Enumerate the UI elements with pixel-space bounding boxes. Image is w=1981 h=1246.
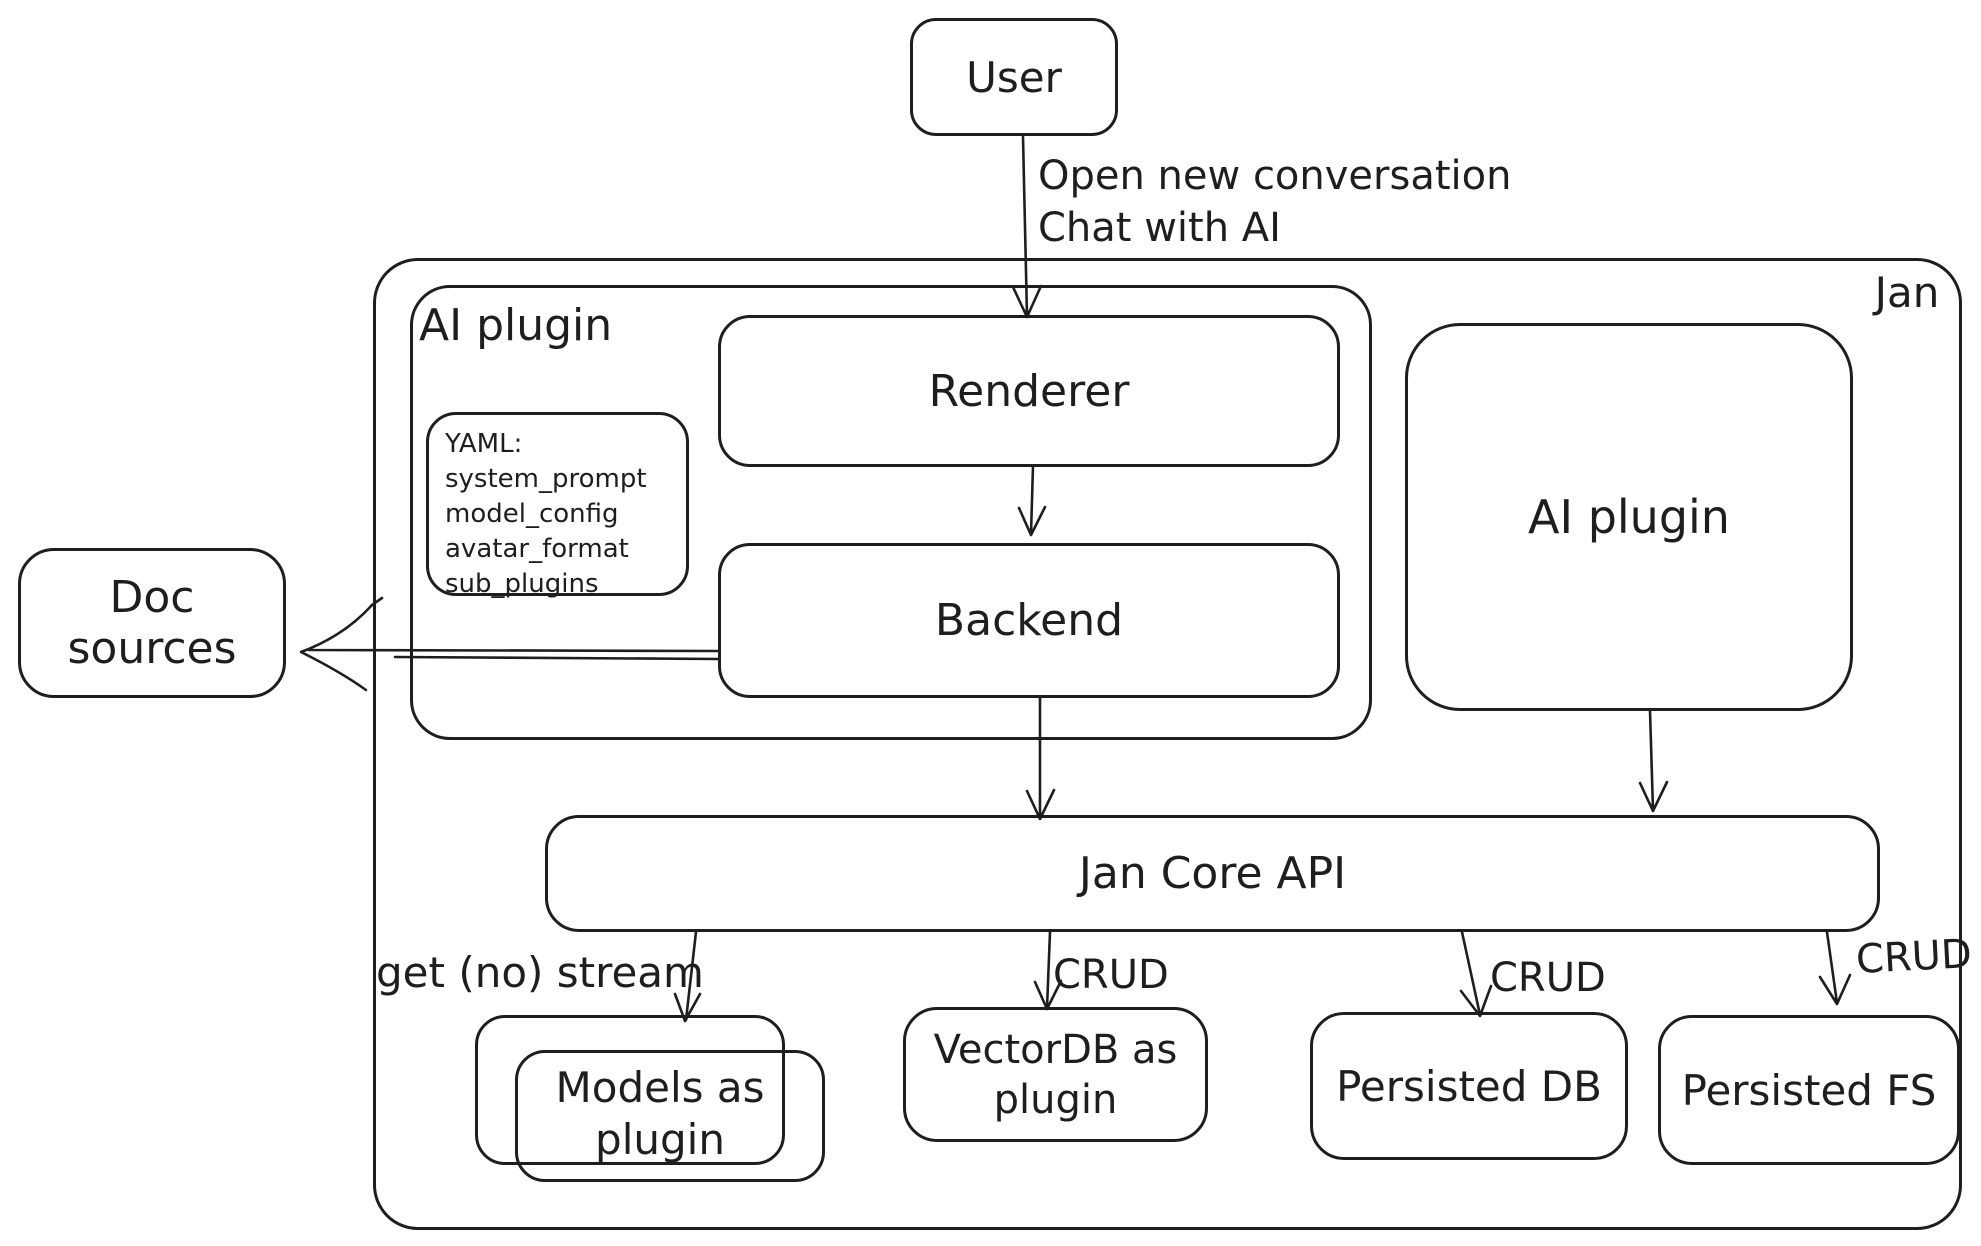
yaml-note-line: sub_plugins [445,569,599,599]
jan-core-api-label: Jan Core API [1078,848,1347,899]
persisted-db-box[interactable]: Persisted DB [1310,1012,1628,1160]
vectordb-as-plugin-box[interactable]: VectorDB as plugin [903,1007,1208,1142]
backend-box[interactable]: Backend [718,543,1340,698]
user-label: User [966,52,1062,102]
yaml-note-line: system_prompt [445,464,647,494]
persisted-fs-label: Persisted FS [1681,1065,1937,1115]
persisted-fs-box[interactable]: Persisted FS [1658,1015,1960,1165]
backend-label: Backend [934,595,1124,646]
user-edge-label-line1: Open new conversation [1038,153,1512,199]
get-no-stream-label: get (no) stream [376,948,704,997]
jan-core-api-box[interactable]: Jan Core API [545,815,1880,932]
yaml-note-box[interactable]: YAML: system_prompt model_config avatar_… [426,412,689,599]
doc-sources-box[interactable]: Doc sources [18,548,286,698]
doc-sources-label: Doc sources [67,572,237,674]
ai-plugin-box[interactable]: AI plugin [1405,323,1853,711]
renderer-box[interactable]: Renderer [718,315,1340,467]
yaml-note-line: avatar_format [445,534,629,564]
ai-plugin-group-label: AI plugin [419,300,613,351]
jan-container-label: Jan [1874,268,1940,317]
crud-persisted-fs-label: CRUD [1854,931,1973,983]
crud-persisted-db-label: CRUD [1490,955,1606,1001]
models-as-plugin-front-box[interactable] [515,1050,825,1182]
user-box[interactable]: User [910,18,1118,136]
jan-container-box[interactable] [373,258,1962,1230]
yaml-note-line: YAML: [445,429,523,459]
vectordb-as-plugin-label: VectorDB as plugin [933,1026,1178,1123]
user-edge-label: Open new conversation Chat with AI [1038,150,1511,254]
ai-plugin-label: AI plugin [1528,490,1730,544]
yaml-note-line: model_config [445,499,619,529]
user-edge-label-line2: Chat with AI [1038,205,1281,251]
models-as-plugin-back-box[interactable] [475,1015,785,1165]
ai-plugin-group-box[interactable] [410,285,1372,740]
crud-vectordb-label: CRUD [1053,952,1169,998]
renderer-label: Renderer [928,365,1130,417]
persisted-db-label: Persisted DB [1336,1061,1602,1111]
models-as-plugin-label: Models as plugin [555,1062,765,1165]
